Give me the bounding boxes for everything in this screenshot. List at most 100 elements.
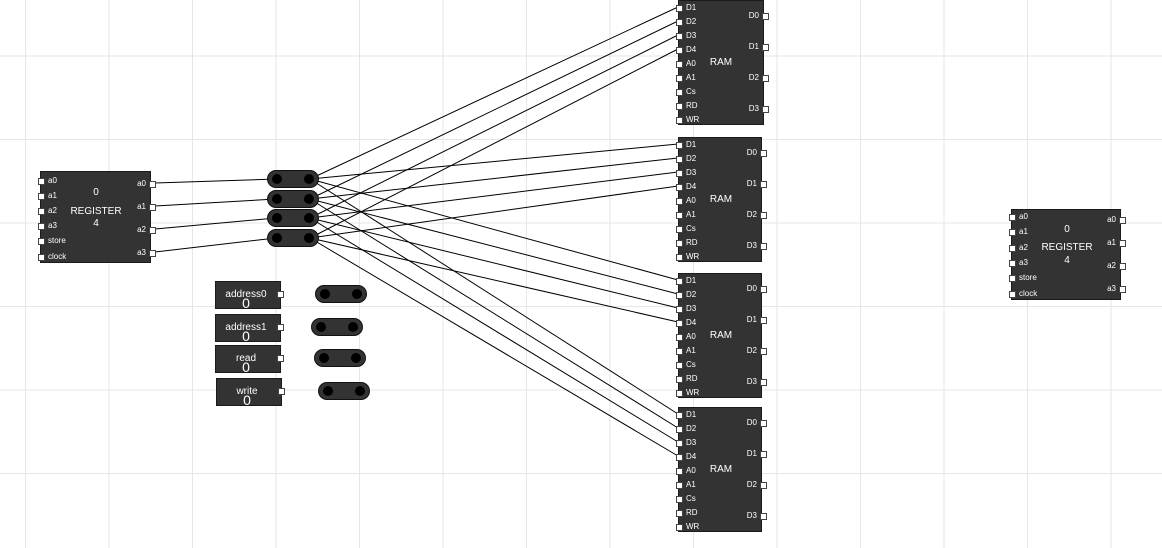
ram-input-d3[interactable]: D3 — [676, 31, 696, 41]
ram-input-wr[interactable]: WR — [676, 388, 699, 398]
register-left-input-a1[interactable]: a1 — [38, 191, 57, 201]
input-pin[interactable] — [676, 169, 683, 177]
ram-output-d3[interactable]: D3 — [747, 241, 767, 251]
ram-input-d2[interactable]: D2 — [676, 424, 696, 434]
ram-input-cs[interactable]: Cs — [676, 494, 696, 504]
register-left-input-a2[interactable]: a2 — [38, 206, 57, 216]
ram-input-rd[interactable]: RD — [676, 374, 698, 384]
ram-input-rd[interactable]: RD — [676, 238, 698, 248]
input-value[interactable]: 0 — [243, 392, 251, 408]
input-pin[interactable] — [676, 32, 683, 40]
ram-input-d3[interactable]: D3 — [676, 304, 696, 314]
input-pin[interactable] — [676, 509, 683, 517]
input-pin[interactable] — [676, 4, 683, 12]
input-pin[interactable] — [676, 523, 683, 531]
input-pin[interactable] — [38, 207, 45, 215]
ram-output-d3[interactable]: D3 — [747, 377, 767, 387]
output-pin[interactable] — [760, 180, 767, 188]
register-to-splitter-wire[interactable] — [154, 198, 277, 207]
register-right-input-store[interactable]: store — [1009, 273, 1037, 283]
input-pin[interactable] — [1009, 244, 1016, 252]
output-pin[interactable] — [760, 285, 767, 293]
ram-input-d4[interactable]: D4 — [676, 452, 696, 462]
input-value[interactable]: 0 — [242, 359, 250, 375]
splitter-node-right[interactable] — [355, 386, 365, 396]
input-pin[interactable] — [676, 411, 683, 419]
register-right-output-a1[interactable]: a1 — [1107, 238, 1126, 248]
input-pin[interactable] — [1009, 274, 1016, 282]
output-pin[interactable] — [762, 105, 769, 113]
register-right-input-clock[interactable]: clock — [1009, 289, 1037, 299]
ram-input-rd[interactable]: RD — [676, 508, 698, 518]
input-pin[interactable] — [676, 495, 683, 503]
ram-input-a0[interactable]: A0 — [676, 332, 696, 342]
wire-splitter-4[interactable] — [267, 229, 319, 247]
input-pin[interactable] — [676, 183, 683, 191]
output-pin[interactable] — [277, 355, 284, 362]
register-left[interactable]: a0 a1 a2 a3 store clock a0 a1 a2 a3 0 RE… — [38, 171, 156, 263]
output-pin[interactable] — [760, 316, 767, 324]
input-pin[interactable] — [676, 319, 683, 327]
splitter-to-ram-wire[interactable] — [309, 171, 679, 219]
ram-input-d1[interactable]: D1 — [676, 276, 696, 286]
input-pin[interactable] — [676, 361, 683, 369]
ram-input-cs[interactable]: Cs — [676, 360, 696, 370]
output-pin[interactable] — [277, 324, 284, 331]
ram-output-d2[interactable]: D2 — [747, 346, 767, 356]
wire-splitter-7[interactable] — [314, 349, 366, 367]
input-pin[interactable] — [38, 253, 45, 261]
input-pin[interactable] — [676, 425, 683, 433]
input-pin[interactable] — [676, 253, 683, 261]
splitter-node-left[interactable] — [316, 322, 326, 332]
output-pin[interactable] — [149, 226, 156, 234]
ram-output-d0[interactable]: D0 — [747, 148, 767, 158]
register-right-input-a1[interactable]: a1 — [1009, 227, 1028, 237]
input-pin[interactable] — [676, 18, 683, 26]
input-pin[interactable] — [676, 389, 683, 397]
ram-input-d2[interactable]: D2 — [676, 154, 696, 164]
output-pin[interactable] — [760, 378, 767, 386]
splitter-to-ram-wire[interactable] — [309, 217, 679, 443]
input-pin[interactable] — [676, 88, 683, 96]
output-pin[interactable] — [762, 12, 769, 20]
splitter-to-ram-wire[interactable] — [309, 178, 679, 281]
splitter-to-ram-wire[interactable] — [309, 157, 679, 200]
output-pin[interactable] — [149, 203, 156, 211]
ram-input-a1[interactable]: A1 — [676, 73, 696, 83]
splitter-node-left[interactable] — [272, 194, 282, 204]
ram-output-d2[interactable]: D2 — [747, 480, 767, 490]
splitter-to-ram-wire[interactable] — [309, 143, 679, 180]
register-to-splitter-wire[interactable] — [154, 237, 277, 253]
input-pin[interactable] — [676, 211, 683, 219]
ram-input-cs[interactable]: Cs — [676, 87, 696, 97]
splitter-node-right[interactable] — [304, 174, 314, 184]
input-pin[interactable] — [1009, 290, 1016, 298]
register-left-output-a2[interactable]: a2 — [137, 225, 156, 235]
ram-input-a0[interactable]: A0 — [676, 196, 696, 206]
ram-output-d1[interactable]: D1 — [747, 449, 767, 459]
wire-splitter-8[interactable] — [318, 382, 370, 400]
output-pin[interactable] — [1119, 262, 1126, 270]
input-address0[interactable]: address0 0 — [215, 281, 284, 311]
wire-splitter-3[interactable] — [267, 209, 319, 227]
register-left-output-a1[interactable]: a1 — [137, 202, 156, 212]
input-pin[interactable] — [676, 197, 683, 205]
wire-splitter-6[interactable] — [311, 318, 363, 336]
ram-input-d4[interactable]: D4 — [676, 182, 696, 192]
register-right-input-a2[interactable]: a2 — [1009, 243, 1028, 253]
register-right-input-a3[interactable]: a3 — [1009, 258, 1028, 268]
input-value[interactable]: 0 — [242, 295, 250, 311]
splitter-node-left[interactable] — [272, 174, 282, 184]
ram-input-wr[interactable]: WR — [676, 115, 699, 125]
ram-output-d2[interactable]: D2 — [749, 73, 769, 83]
ram-output-d3[interactable]: D3 — [749, 104, 769, 114]
input-pin[interactable] — [676, 439, 683, 447]
register-to-splitter-wire[interactable] — [154, 217, 277, 230]
splitter-node-right[interactable] — [304, 194, 314, 204]
input-pin[interactable] — [676, 239, 683, 247]
input-pin[interactable] — [676, 453, 683, 461]
splitter-node-right[interactable] — [348, 322, 358, 332]
input-pin[interactable] — [676, 141, 683, 149]
